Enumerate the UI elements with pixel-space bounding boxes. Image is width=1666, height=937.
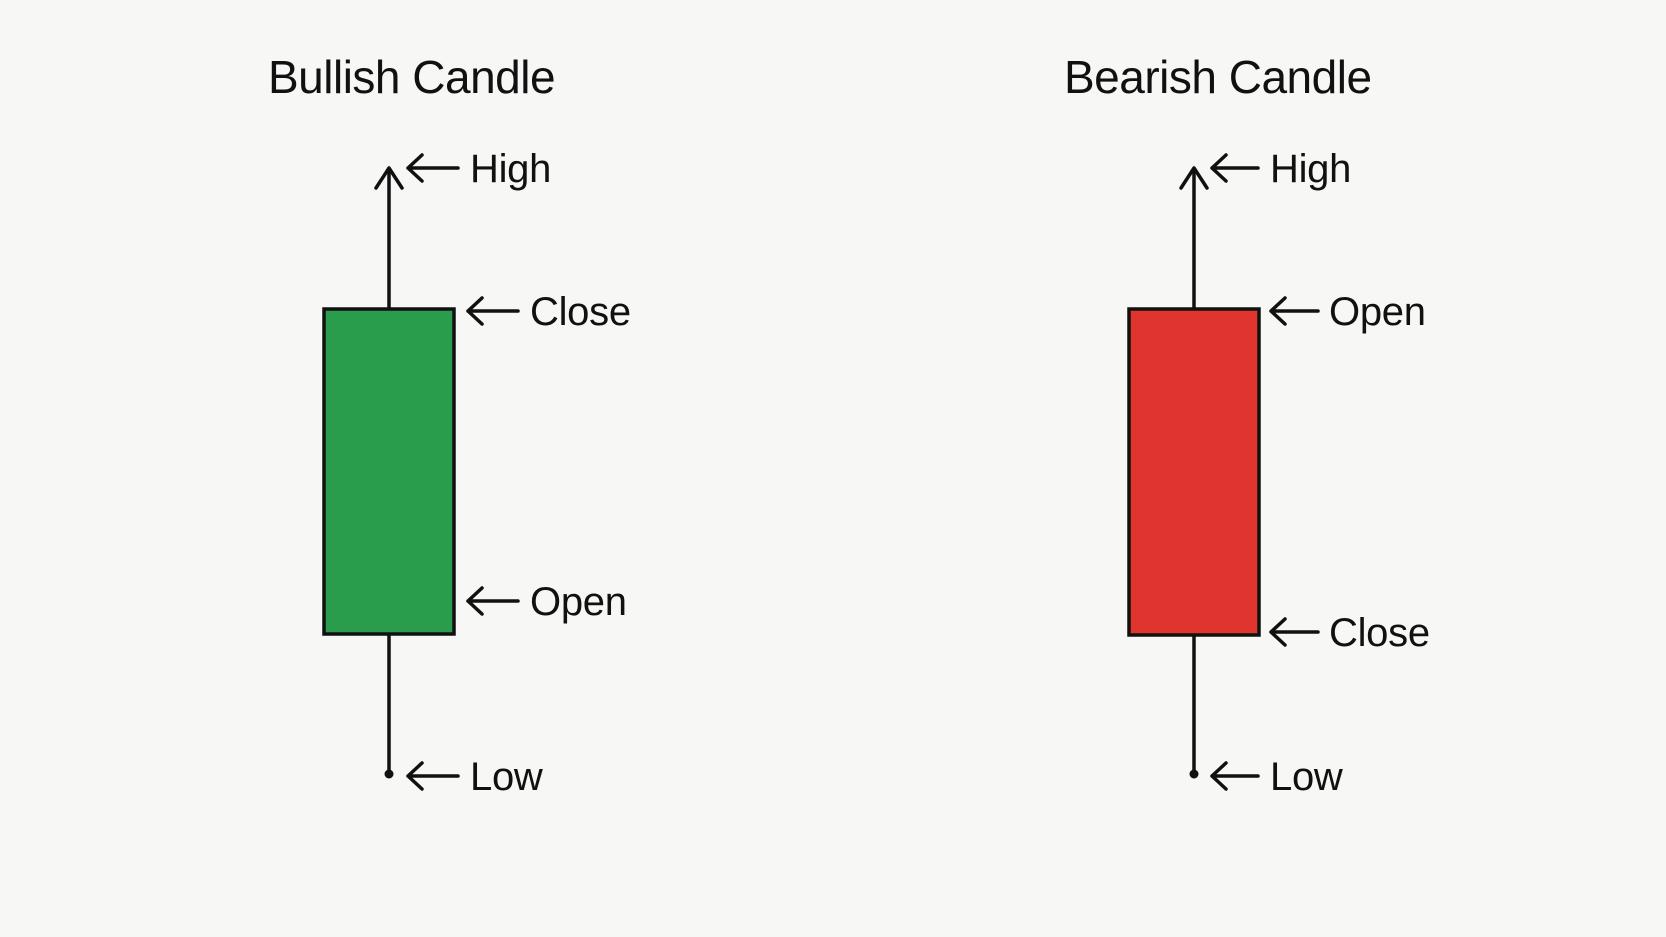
bearish-close-label: Close: [1329, 611, 1430, 655]
bullish-low-label: Low: [470, 755, 543, 799]
bullish-high-label: High: [470, 147, 551, 191]
bearish-close-arrow-icon: [1269, 617, 1320, 647]
bullish-high-pointer: High: [406, 147, 551, 191]
bullish-open-arrow-icon: [466, 586, 520, 616]
bearish-title: Bearish Candle: [1064, 51, 1372, 103]
bearish-low-pointer: Low: [1210, 755, 1343, 799]
bearish-candle-body: [1127, 307, 1261, 637]
bullish-candle-group: Bullish Candle High Close Open Low: [268, 51, 631, 799]
bearish-low-dot: [1189, 769, 1199, 779]
bearish-low-arrow-icon: [1210, 761, 1260, 791]
bullish-candle-body: [322, 307, 456, 636]
bearish-candle-group: Bearish Candle High Open Close Low: [1064, 51, 1430, 799]
bullish-close-label: Close: [530, 290, 631, 334]
bullish-low-arrow-icon: [406, 761, 460, 791]
bullish-high-arrow-icon: [406, 153, 460, 183]
bearish-high-label: High: [1270, 147, 1351, 191]
bullish-close-pointer: Close: [466, 290, 631, 334]
bearish-open-pointer: Open: [1269, 290, 1426, 334]
bullish-low-pointer: Low: [406, 755, 543, 799]
bullish-open-label: Open: [530, 580, 627, 624]
bullish-close-arrow-icon: [466, 296, 520, 326]
bullish-high-tip-icon: [374, 166, 404, 190]
bullish-open-pointer: Open: [466, 580, 627, 624]
bearish-open-label: Open: [1329, 290, 1426, 334]
bearish-open-arrow-icon: [1269, 296, 1320, 326]
bearish-high-arrow-icon: [1210, 153, 1260, 183]
bullish-low-dot: [384, 769, 394, 779]
bearish-close-pointer: Close: [1269, 611, 1430, 655]
bearish-high-pointer: High: [1210, 147, 1351, 191]
bullish-title: Bullish Candle: [268, 51, 555, 103]
bearish-low-label: Low: [1270, 755, 1343, 799]
bearish-high-tip-icon: [1179, 166, 1209, 190]
